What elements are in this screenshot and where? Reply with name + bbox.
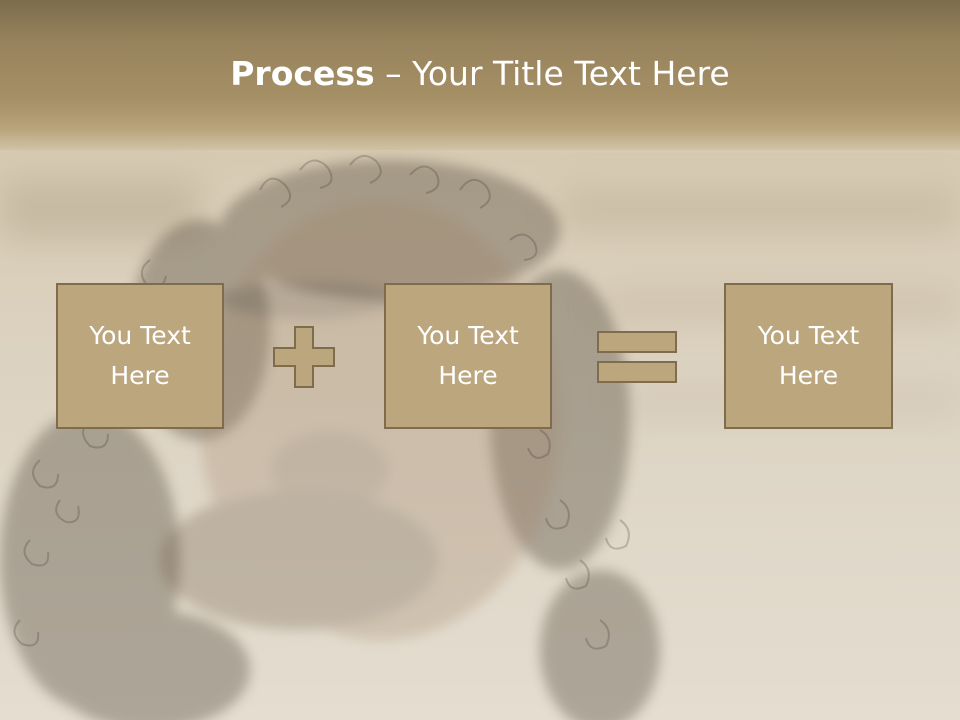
- plus-icon: [273, 326, 335, 388]
- equals-icon: [597, 331, 677, 383]
- slide-title: Process – Your Title Text Here: [0, 52, 960, 96]
- title-rest: – Your Title Text Here: [374, 54, 730, 93]
- header-band: [0, 0, 960, 150]
- process-box-2: You Text Here: [384, 283, 552, 429]
- process-box-3: You Text Here: [724, 283, 893, 429]
- title-bold: Process: [230, 54, 375, 93]
- process-box-1: You Text Here: [56, 283, 224, 429]
